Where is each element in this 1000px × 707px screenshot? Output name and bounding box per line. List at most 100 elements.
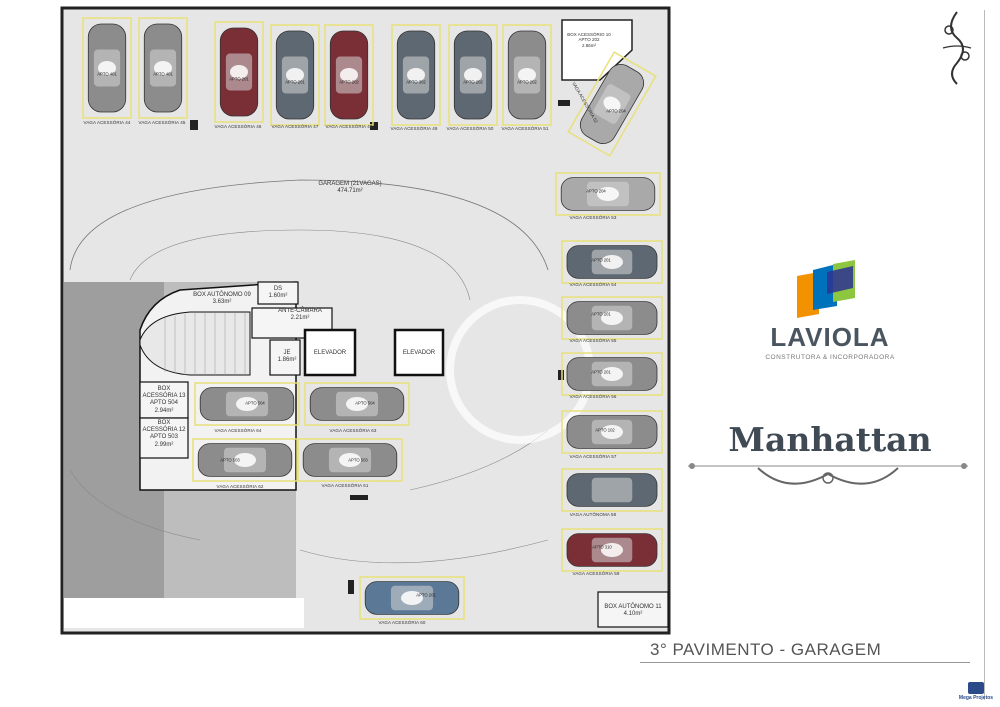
je-name: JE xyxy=(283,350,291,356)
box09-area: 3.63m² xyxy=(212,299,232,306)
spot-outline xyxy=(448,24,498,126)
spot-outline xyxy=(192,438,298,482)
parking-spot xyxy=(297,438,403,482)
box13-label: BOX ACESSÓRIA 13 APTO 504 2.94m² xyxy=(142,386,186,415)
spot-outline xyxy=(82,17,132,119)
ds-name: DS xyxy=(273,286,283,292)
apto-tag xyxy=(401,591,423,605)
vaga-label: VAGA ACESSÓRIA 64 xyxy=(214,428,262,433)
car-apto: APTO 201 xyxy=(285,79,305,85)
parking-spot xyxy=(192,438,298,482)
box11-name: BOX AUTÔNOMO 11 xyxy=(604,604,662,610)
car-apto: APTO 201 xyxy=(591,369,611,375)
antecamara-name: ANTE-CÂMARA xyxy=(278,308,322,314)
spot-outline xyxy=(561,352,663,396)
vaga-label: VAGA ACESSÓRIA 51 xyxy=(501,126,549,131)
car-apto: APTO 204 xyxy=(586,188,606,194)
car-apto: APTO 201 xyxy=(416,592,436,598)
apto-tag xyxy=(236,397,258,411)
vaga-label: VAGA ACESSÓRIA 63 xyxy=(329,428,377,433)
car-apto: APTO 201 xyxy=(229,76,249,82)
car-apto: APTO 504 xyxy=(355,400,375,406)
box10-name: BOX ACESSÓRIO 10 APTO 202 xyxy=(567,32,611,43)
vaga-label: VAGA ACESSÓRIA 50 xyxy=(446,126,494,131)
elevador-1-label: ELEVADOR xyxy=(313,350,347,356)
apto-tag xyxy=(518,68,536,82)
antecamara-label: ANTE-CÂMARA 2.21m² xyxy=(270,308,330,322)
box11-label: BOX AUTÔNOMO 11 4.10m² xyxy=(600,604,666,618)
apto-tag xyxy=(234,453,256,467)
car-apto: APTO 310 xyxy=(592,544,612,550)
brand: LAVIOLA CONSTRUTORA & INCORPORADORA xyxy=(760,322,900,361)
vaga-label: VAGA ACESSÓRIA 45 xyxy=(138,120,186,125)
spot-outline xyxy=(561,468,663,512)
project: Manhattan xyxy=(700,420,960,459)
spot-outline xyxy=(304,382,410,426)
car-apto: APTO 102 xyxy=(595,427,615,433)
spot-outline xyxy=(359,576,465,620)
apto-tag xyxy=(340,68,358,82)
spot-outline xyxy=(567,51,657,157)
spot-outline xyxy=(214,21,264,123)
vaga-label: VAGA ACESSÓRIA 59 xyxy=(572,571,620,576)
side-rule xyxy=(984,10,985,700)
parking-spot xyxy=(324,24,374,126)
title-rule xyxy=(640,662,970,663)
apto-tag xyxy=(346,397,368,411)
vaga-label: VAGA ACESSÓRIA 48 xyxy=(325,124,373,129)
spot-outline xyxy=(391,24,441,126)
vaga-label: VAGA ACESSÓRIA 54 xyxy=(569,282,617,287)
parking-spot xyxy=(561,296,663,340)
credit: Mega Projetos xyxy=(958,682,994,701)
project-name: Manhattan xyxy=(728,420,932,459)
vaga-label: VAGA ACESSÓRIA 49 xyxy=(390,126,438,131)
parking-spot xyxy=(270,24,320,126)
apto-tag xyxy=(601,425,623,439)
vaga-label: VAGA ACESSÓRIA 47 xyxy=(271,124,319,129)
parking-spot xyxy=(555,172,661,216)
parking-spot xyxy=(391,24,441,126)
garagem-name: GARAGEM (21VAGAS) xyxy=(318,181,382,187)
flourish-icon xyxy=(688,463,968,485)
apto-tag xyxy=(98,61,116,75)
vaga-label: VAGA ACESSÓRIA 55 xyxy=(569,338,617,343)
car-apto: APTO 503 xyxy=(220,457,240,463)
vaga-label: VAGA ACESSÓRIA 61 xyxy=(321,483,369,488)
apto-tag xyxy=(230,65,248,79)
ornament-icon xyxy=(942,11,972,85)
spot-outline xyxy=(194,382,300,426)
apto-tag xyxy=(464,68,482,82)
apto-tag xyxy=(407,68,425,82)
credit-logo-icon xyxy=(968,682,984,694)
brand-name: LAVIOLA xyxy=(770,322,890,352)
car-apto: APTO 201 xyxy=(591,311,611,317)
parking-spot xyxy=(561,352,663,396)
vaga-label: VAGA ACESSÓRIA 53 xyxy=(569,215,617,220)
spot-outline xyxy=(555,172,661,216)
parking-spot xyxy=(567,51,657,157)
box13-name: BOX ACESSÓRIA 13 APTO 504 xyxy=(142,386,186,407)
car-apto: APTO 302 xyxy=(406,79,426,85)
car-apto: APTO 201 xyxy=(591,257,611,263)
box09-name: BOX AUTÔNOMO 09 xyxy=(193,292,251,298)
apto-tag xyxy=(339,453,361,467)
je-label: JE 1.86m² xyxy=(272,350,302,364)
apto-tag xyxy=(597,187,619,201)
apto-tag xyxy=(601,311,623,325)
apto-tag xyxy=(286,68,304,82)
parking-spot xyxy=(82,17,132,119)
car-apto: APTO 401 xyxy=(153,71,173,77)
vaga-label: VAGA ACESSÓRIA 56 xyxy=(569,394,617,399)
spot-outline xyxy=(270,24,320,126)
car-apto: APTO 202 xyxy=(339,79,359,85)
antecamara-area: 2.21m² xyxy=(290,315,310,322)
vaga-label: VAGA ACESSÓRIA 57 xyxy=(569,454,617,459)
spot-outline xyxy=(561,528,663,572)
parking-spot xyxy=(561,528,663,572)
box12-area: 2.99m² xyxy=(154,441,174,448)
apto-tag xyxy=(601,543,623,557)
parking-spot xyxy=(194,382,300,426)
vaga-label: VAGA AUTÔNOMA 58 xyxy=(569,512,617,517)
box10-area: 2.86m² xyxy=(581,42,596,48)
garagem-area: 474.71m² xyxy=(337,188,363,195)
